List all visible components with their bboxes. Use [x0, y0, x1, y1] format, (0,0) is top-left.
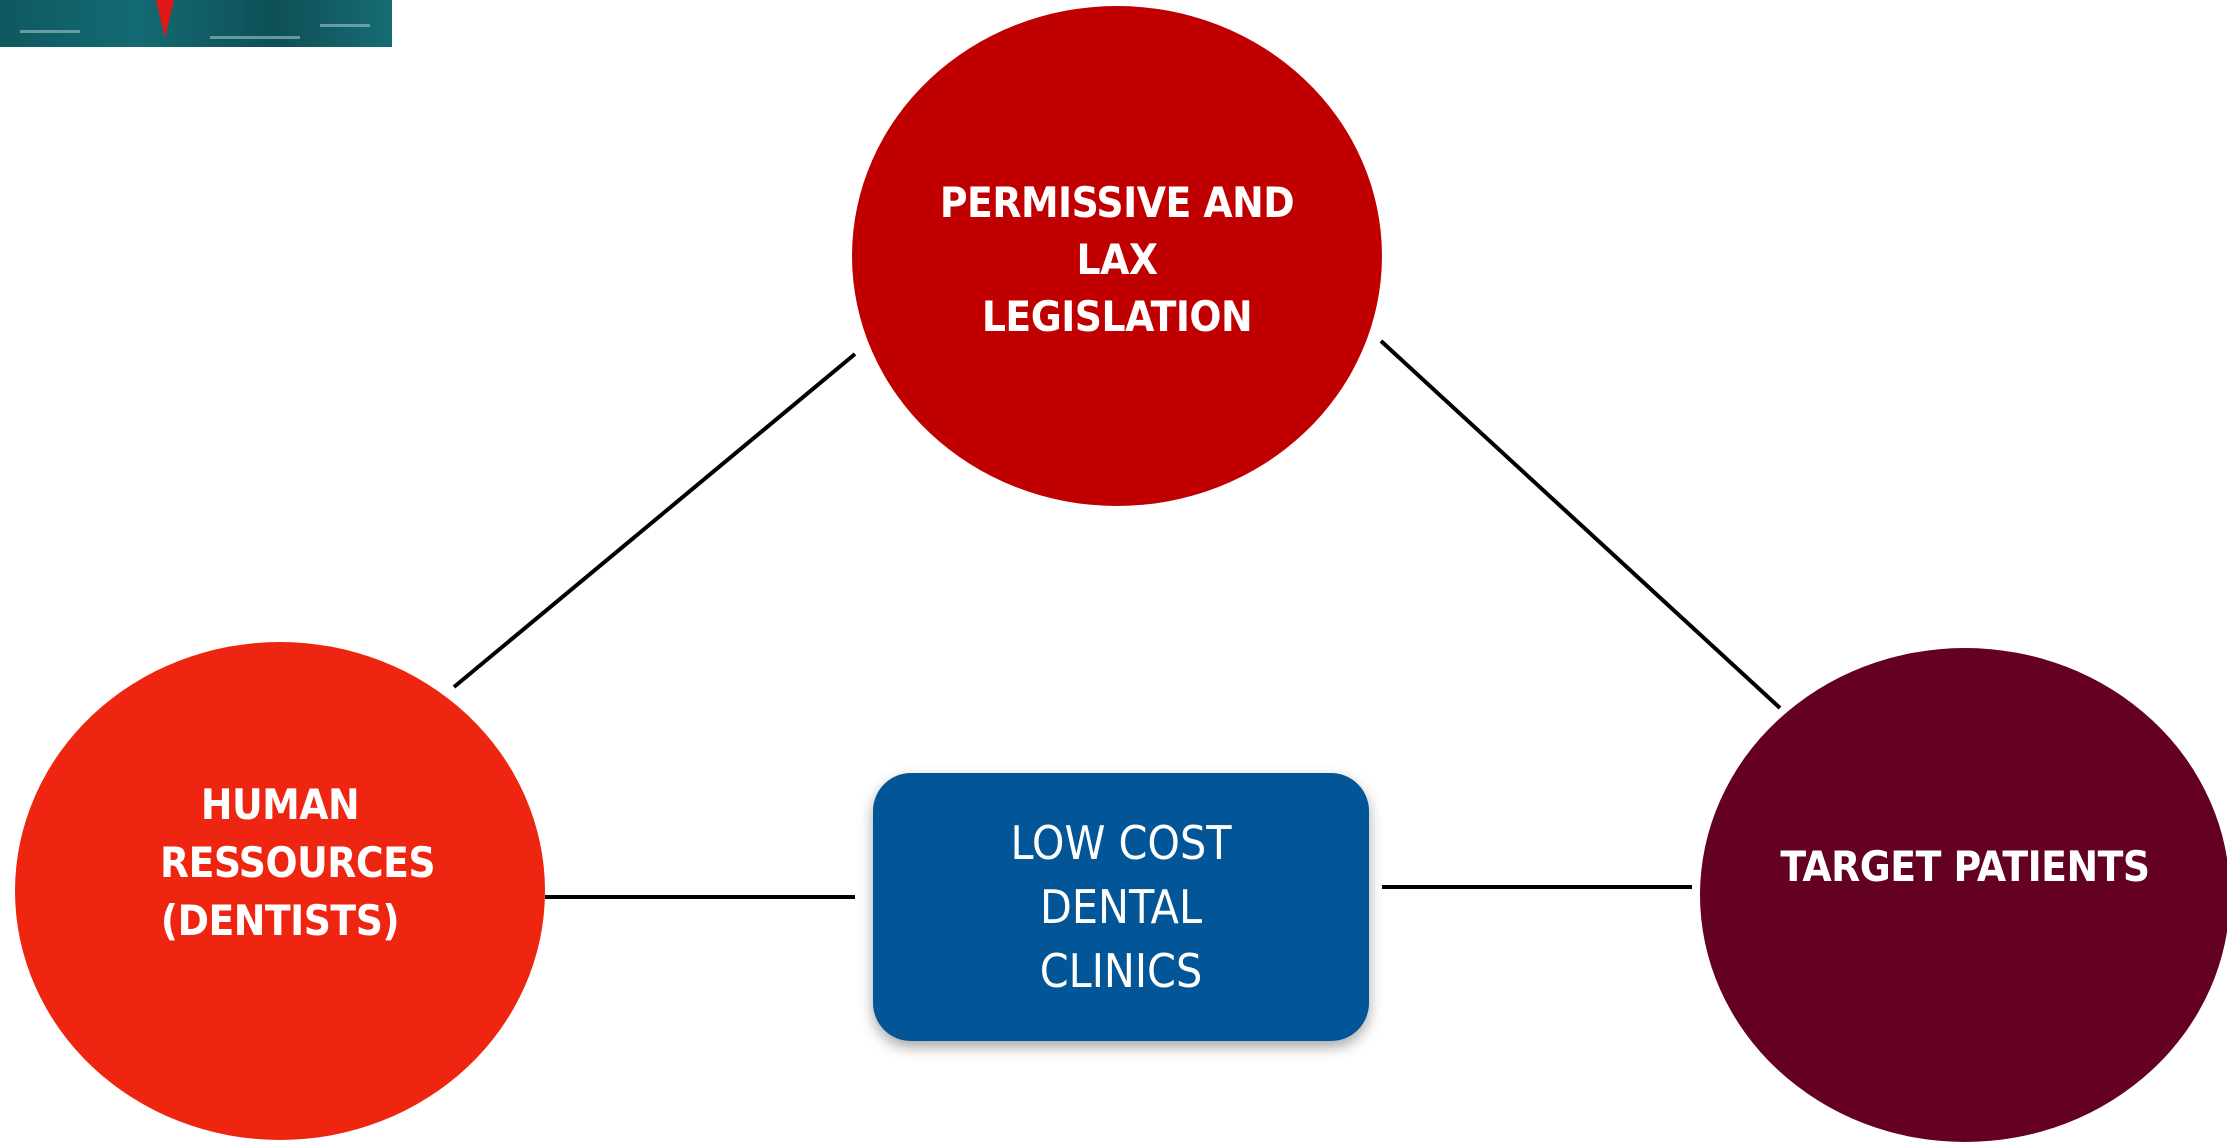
photo-streak: [210, 36, 300, 39]
photo-streak: [320, 24, 370, 27]
red-marker-icon: [156, 0, 174, 38]
node-low-cost-dental-clinics-label: LOW COST DENTAL CLINICS: [1010, 816, 1232, 998]
node-target-patients: TARGET PATIENTS: [1700, 648, 2227, 1142]
photo-streak: [20, 30, 80, 33]
node-human-resources: HUMAN RESSOURCES (DENTISTS): [15, 642, 545, 1140]
connector-top-left: [452, 352, 857, 689]
node-human-resources-label: HUMAN RESSOURCES (DENTISTS): [160, 780, 436, 945]
node-permissive-legislation-label: PERMISSIVE AND LAX LEGISLATION: [939, 178, 1295, 341]
connector-top-right: [1379, 339, 1782, 710]
node-permissive-legislation: PERMISSIVE AND LAX LEGISLATION: [852, 6, 1382, 506]
corner-photo: [0, 0, 392, 47]
node-low-cost-dental-clinics: LOW COST DENTAL CLINICS: [873, 773, 1369, 1041]
node-target-patients-label: TARGET PATIENTS: [1780, 842, 2150, 891]
